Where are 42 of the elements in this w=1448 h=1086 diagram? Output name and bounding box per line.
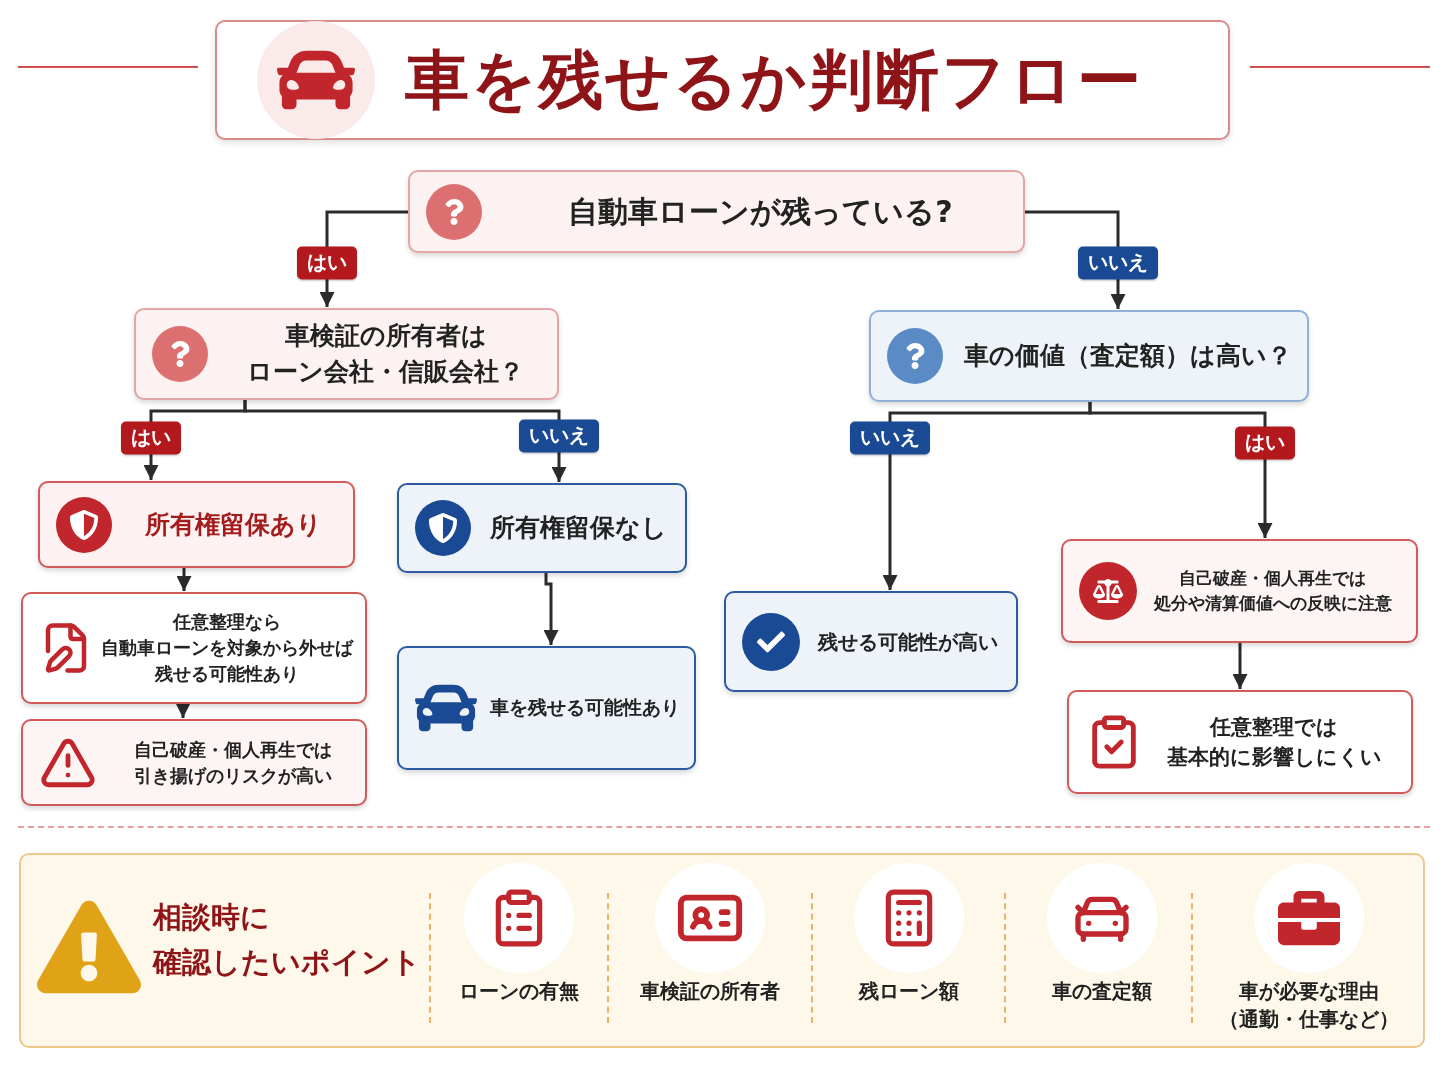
arrow: [175, 703, 191, 718]
box-text: 自動車ローンが残っている?: [567, 192, 954, 231]
box-text: 所有権留保なし: [489, 511, 668, 544]
edge-label: いいえ: [1078, 246, 1158, 280]
result-box: [397, 646, 696, 770]
box-text: 自己破産・個人再生では処分や清算価値への反映に注意: [1152, 567, 1393, 615]
checklist-panel: [19, 853, 1425, 1048]
edge-label: いいえ: [519, 419, 599, 453]
result-box: [21, 592, 367, 704]
edge-label: はい: [297, 246, 357, 280]
decision-box: [134, 308, 559, 400]
item-label: 車の査定額: [1051, 978, 1152, 1005]
item-label: ローンの有無: [459, 978, 579, 1005]
panel-heading: 相談時に確認したいポイント: [153, 899, 421, 981]
box-text: 任意整理なら自動車ローンを対象から外せば残せる可能性あり: [101, 609, 353, 687]
arrow: [1088, 402, 1273, 538]
edge-label: いいえ: [850, 421, 930, 455]
arrow: [176, 568, 192, 591]
box-text: 自己破産・個人再生では引き揚げのリスクが高い: [133, 737, 333, 788]
arrow: [1232, 643, 1248, 689]
box-text: 車の価値（査定額）は高い？: [963, 339, 1293, 372]
box-text: 所有権留保あり: [143, 508, 323, 541]
result-box: [1067, 690, 1413, 794]
box-text: 残せる可能性が高い: [816, 628, 999, 655]
edge-label: はい: [121, 421, 181, 455]
item-label: 車が必要な理由（通勤・仕事など）: [1218, 978, 1399, 1033]
result-box: [724, 591, 1018, 692]
arrow: [543, 573, 559, 645]
result-box: [397, 483, 687, 573]
box-text: 任意整理では基本的に影響しにくい: [1165, 713, 1383, 771]
decision-box: [869, 310, 1309, 402]
box-text: 車検証の所有者はローン会社・信販会社？: [246, 319, 525, 388]
result-box: [38, 481, 355, 568]
item-label: 車検証の所有者: [640, 978, 780, 1005]
result-box: [21, 719, 367, 806]
decision-box: [408, 170, 1025, 253]
title: 車を残せるか判断フロー: [405, 41, 1143, 119]
box-text: 車を残せる可能性あり: [488, 695, 681, 721]
result-box: [1061, 539, 1418, 643]
arrow: [243, 400, 567, 482]
item-label: 残ローン額: [858, 978, 959, 1005]
edge-label: はい: [1235, 426, 1295, 460]
